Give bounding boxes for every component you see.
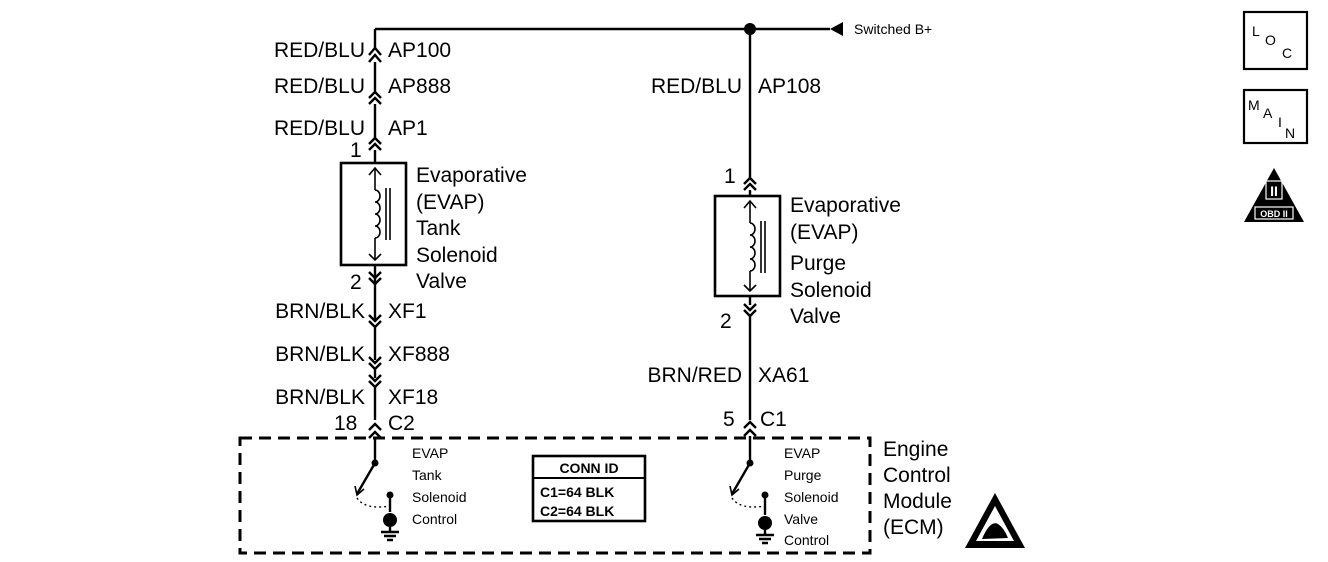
power-feed: Switched B+ xyxy=(375,21,932,37)
svg-text:N: N xyxy=(1285,125,1295,141)
circuit-label: AP888 xyxy=(388,75,451,98)
purge-component-name: Evaporative (EVAP) Purge Solenoid Valve xyxy=(790,194,901,328)
wire-color-label: BRN/BLK xyxy=(275,343,365,366)
loc-icon[interactable]: L O C xyxy=(1242,10,1309,71)
svg-text:Solenoid: Solenoid xyxy=(784,489,839,505)
wire-color-label: RED/BLU xyxy=(274,39,365,62)
inline-connector-icon xyxy=(368,136,382,151)
circuit-label: XF1 xyxy=(388,300,427,323)
coil-icon xyxy=(374,189,381,239)
svg-text:Valve: Valve xyxy=(784,511,818,527)
svg-text:EVAP: EVAP xyxy=(412,445,448,461)
inline-connector-icon xyxy=(368,90,382,105)
svg-text:Control: Control xyxy=(883,464,951,487)
obd-ii-icon[interactable]: II OBD II xyxy=(1244,168,1304,222)
circuit-label: XA61 xyxy=(758,364,809,387)
inline-connector-icon xyxy=(368,46,382,63)
svg-text:Purge: Purge xyxy=(790,252,846,275)
purge-driver-label: EVAP Purge Solenoid Valve Control xyxy=(784,445,839,548)
svg-text:Purge: Purge xyxy=(784,467,822,483)
purge-circuit: RED/BLU AP108 1 Evaporative (EVAP) Purge… xyxy=(647,29,901,548)
circuit-label: XF18 xyxy=(388,386,438,409)
svg-text:I: I xyxy=(1278,114,1282,130)
ground-icon xyxy=(756,533,774,545)
switched-b-plus-label: Switched B+ xyxy=(854,21,932,37)
pin-number: 1 xyxy=(724,165,736,188)
ecm-connector-icon xyxy=(368,422,382,439)
wire-color-label: BRN/RED xyxy=(647,364,742,387)
wire-color-label: BRN/BLK xyxy=(275,300,365,323)
ecm-pin-number: 18 xyxy=(334,412,357,435)
svg-text:Solenoid: Solenoid xyxy=(416,244,498,267)
conn-id-row: C1=64 BLK xyxy=(540,484,614,500)
driver-switch-icon xyxy=(730,462,752,495)
wire-color-label: RED/BLU xyxy=(274,75,365,98)
circuit-label: AP100 xyxy=(388,39,451,62)
esd-warning-icon xyxy=(965,493,1025,548)
wire-color-label: BRN/BLK xyxy=(275,386,365,409)
circuit-label: AP108 xyxy=(758,75,821,98)
ecm-label: Engine Control Module (ECM) xyxy=(883,438,952,539)
circuit-label: XF888 xyxy=(388,343,450,366)
tank-solenoid-box xyxy=(339,161,408,267)
svg-text:Control: Control xyxy=(412,511,457,527)
svg-text:M: M xyxy=(1248,97,1260,113)
svg-text:(ECM): (ECM) xyxy=(883,516,944,539)
ecm-pin-number: 5 xyxy=(723,408,735,431)
wire-color-label: RED/BLU xyxy=(651,75,742,98)
svg-text:OBD II: OBD II xyxy=(1260,209,1288,219)
circuit-label: AP1 xyxy=(388,117,428,140)
svg-text:O: O xyxy=(1265,32,1276,48)
wire-color-label: RED/BLU xyxy=(274,117,365,140)
purge-solenoid-box xyxy=(713,194,782,298)
svg-text:EVAP: EVAP xyxy=(784,445,820,461)
svg-text:Module: Module xyxy=(883,490,952,513)
pin-number: 2 xyxy=(350,271,362,294)
power-arrow-icon xyxy=(830,22,843,36)
svg-text:Engine: Engine xyxy=(883,438,948,461)
tank-circuit: RED/BLU AP100 RED/BLU AP888 RED/BLU AP1 … xyxy=(274,29,527,542)
connector-icon xyxy=(743,176,757,191)
svg-text:Tank: Tank xyxy=(412,467,443,483)
conn-id-row: C2=64 BLK xyxy=(540,503,614,519)
ecm-connector-label: C1 xyxy=(760,408,787,431)
ecm-connector-label: C2 xyxy=(388,412,415,435)
svg-text:Evaporative: Evaporative xyxy=(790,194,901,217)
svg-text:L: L xyxy=(1252,23,1260,39)
conn-id-title: CONN ID xyxy=(559,460,618,476)
tank-component-name: Evaporative (EVAP) Tank Solenoid Valve xyxy=(416,164,527,293)
pin-number: 2 xyxy=(720,310,732,333)
svg-text:(EVAP): (EVAP) xyxy=(790,221,858,244)
svg-text:A: A xyxy=(1263,105,1273,121)
ecm-boundary xyxy=(238,436,872,555)
svg-text:Solenoid: Solenoid xyxy=(412,489,467,505)
coil-icon xyxy=(749,222,756,272)
main-icon[interactable]: M A I N xyxy=(1242,88,1309,145)
svg-text:(EVAP): (EVAP) xyxy=(416,191,484,214)
tank-driver-label: EVAP Tank Solenoid Control xyxy=(412,445,467,527)
pin-number: 1 xyxy=(350,139,362,162)
ecm-connector-icon xyxy=(743,420,757,437)
svg-text:Control: Control xyxy=(784,532,829,548)
svg-text:Solenoid: Solenoid xyxy=(790,279,872,302)
svg-text:C: C xyxy=(1282,45,1292,61)
svg-text:Valve: Valve xyxy=(416,270,467,293)
svg-text:II: II xyxy=(1270,183,1278,199)
svg-text:Tank: Tank xyxy=(416,217,461,240)
svg-text:Evaporative: Evaporative xyxy=(416,164,527,187)
conn-id-table: CONN ID C1=64 BLK C2=64 BLK xyxy=(531,454,647,523)
driver-switch-icon xyxy=(355,462,377,495)
ground-icon xyxy=(381,530,399,542)
svg-text:Valve: Valve xyxy=(790,305,841,328)
